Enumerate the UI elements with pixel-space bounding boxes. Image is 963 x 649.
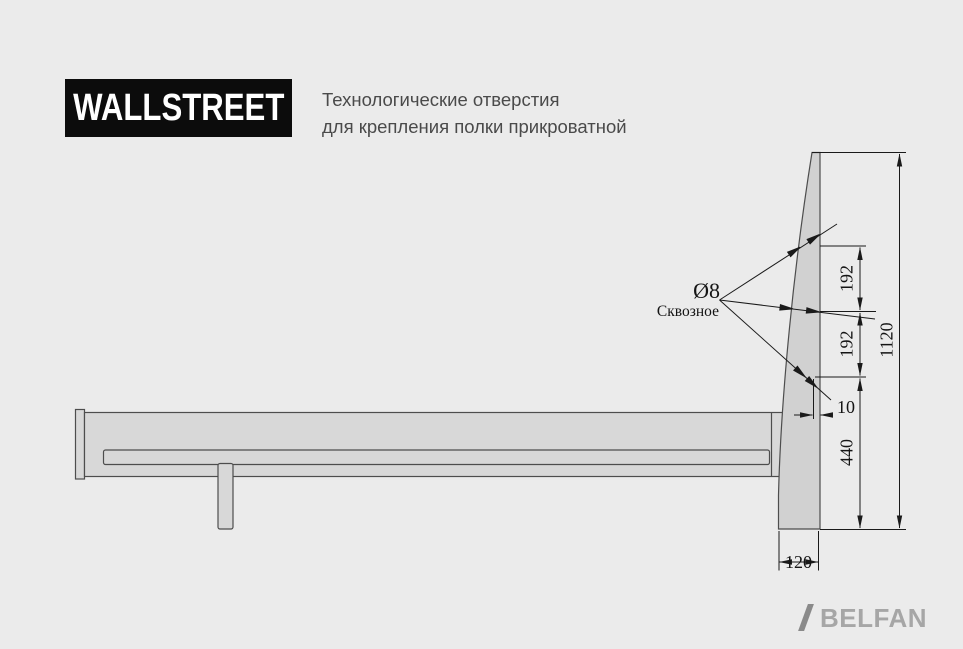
bed-side-rail [83,411,785,478]
dim-text-192-lower: 192 [837,331,857,358]
leader-arrow-hole3-back [804,376,818,388]
drawing-title-line2: для крепления полки прикроватной [322,116,627,137]
leader-arrow-hole2-front [779,303,794,311]
hole-type-label: Сквозное [657,303,719,320]
drawing-title: Технологические отверстия для крепления … [322,86,627,140]
leader-line-hole2 [719,299,876,320]
leader-arrow-hole2-back [805,307,820,314]
bed-leg [217,462,234,530]
leader-arrow-hole1-front [786,246,801,258]
dim-text-192-upper: 192 [837,265,857,292]
dim-text-1120: 1120 [877,322,897,357]
dimension-lines [778,152,906,571]
headboard-profile [777,151,821,530]
bed-frame [74,151,821,530]
hole-leaders [719,223,876,401]
drawing-title-line1: Технологические отверстия [322,89,560,110]
belfan-logo: BELFAN [798,602,927,633]
belfan-logo-text: BELFAN [820,602,927,633]
dim-text-10: 10 [837,397,855,417]
leader-arrow-hole3-front [793,365,806,378]
dim-text-120: 120 [785,552,812,572]
footboard-end-cap [74,408,86,480]
wallstreet-logo: WALLSTREET [65,79,292,137]
hole-diameter-label: Ø8 [693,278,720,303]
leader-arrow-hole1-back [806,234,820,245]
wallstreet-logo-text: WALLSTREET [72,87,285,129]
dimension-texts: Ø8 Сквозное 192 192 1120 10 440 120 [657,265,897,572]
bed-slat [102,449,771,466]
dim-text-440: 440 [837,439,857,466]
